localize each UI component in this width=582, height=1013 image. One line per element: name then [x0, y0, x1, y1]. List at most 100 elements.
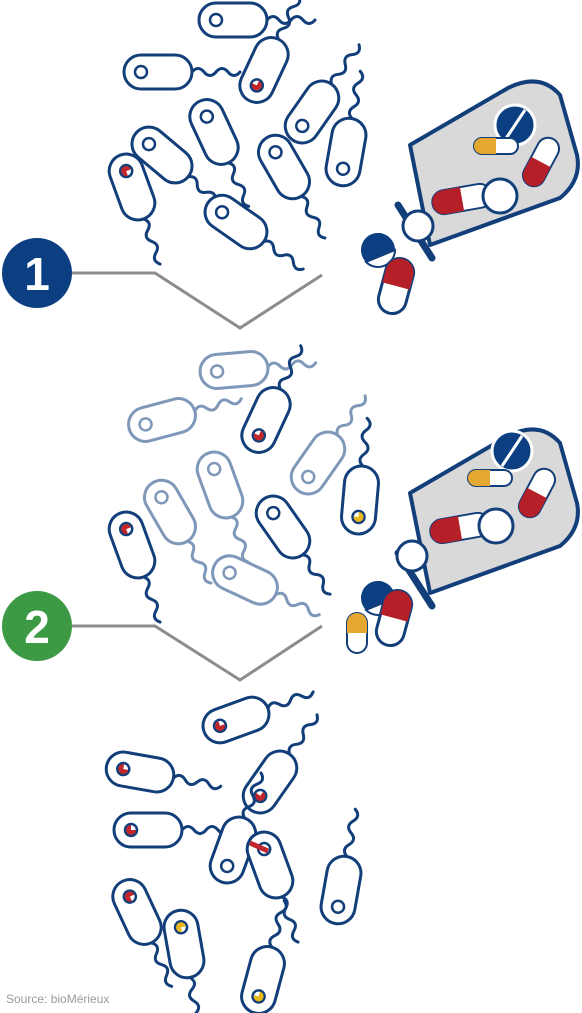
- plasmid: [330, 899, 346, 914]
- plasmid: [133, 64, 149, 80]
- bacterium: [130, 125, 227, 210]
- resistance-gene-yellow: [176, 922, 186, 933]
- step-2-label: 2: [24, 601, 50, 653]
- capsule-in-bottle-1a: [473, 137, 519, 155]
- flagellum: [226, 161, 251, 208]
- flagellum: [277, 344, 304, 391]
- resistance-gene-red: [251, 80, 262, 91]
- flagellum: [142, 575, 162, 624]
- bacterium: [238, 0, 302, 104]
- pill-in-bottle-2b: [477, 507, 515, 545]
- plasmid: [209, 364, 225, 379]
- bacterium-body: [245, 830, 295, 900]
- connector-line-2: [72, 624, 323, 682]
- resistance-gene-red: [255, 791, 266, 801]
- bacterium-body: [340, 464, 380, 536]
- flagellum: [275, 0, 302, 41]
- plasmid: [214, 204, 230, 220]
- resistance-gene-red: [253, 430, 264, 441]
- bacterium-body: [122, 53, 194, 91]
- bacterium-body: [240, 386, 292, 454]
- flagellum: [301, 553, 332, 596]
- plasmid: [138, 417, 153, 432]
- bacterium-body: [254, 494, 312, 560]
- flagellum: [265, 15, 317, 25]
- resistance-gene-red: [121, 166, 131, 177]
- resistance-gene-yellow: [253, 991, 264, 1002]
- bacterium-body: [324, 116, 368, 188]
- resistance-gene-red: [215, 721, 226, 731]
- bacterium-body: [203, 193, 269, 251]
- flagellum: [171, 773, 223, 791]
- bottle-cap-1: [401, 209, 435, 243]
- bacteria-layer: [104, 0, 380, 1013]
- bacterium-body: [112, 811, 184, 849]
- capsule-in-bottle-2b: [517, 467, 557, 519]
- step-1-circle: [2, 238, 72, 308]
- spilled-capsule-2b: [346, 612, 368, 654]
- resistance-gene-red: [126, 825, 136, 835]
- plasmid: [208, 12, 224, 28]
- bacterium: [197, 1, 317, 39]
- bacterium-body: [319, 854, 363, 926]
- bacterium-body: [188, 98, 240, 166]
- gene-transfer-bridge: [248, 840, 270, 854]
- bacterium: [162, 908, 206, 1013]
- flagellum: [185, 539, 213, 585]
- flagellum: [280, 895, 300, 944]
- bacterium: [122, 53, 242, 91]
- bacterium: [340, 416, 380, 536]
- source-credit: Source: bioMérieux: [6, 992, 110, 1006]
- flagellum: [358, 416, 372, 468]
- bacterium: [254, 494, 332, 596]
- flagellum: [299, 194, 327, 240]
- bacterium: [283, 43, 361, 145]
- capsule-in-bottle-2a: [467, 469, 513, 487]
- flagellum: [287, 713, 319, 756]
- pill-in-bottle-1b: [481, 177, 519, 215]
- flagellum: [188, 975, 201, 1013]
- bacterium-body: [127, 397, 197, 443]
- plasmid: [300, 469, 316, 485]
- flagellum: [149, 941, 174, 988]
- resistance-gene-red: [121, 524, 131, 535]
- bacterium: [241, 713, 319, 815]
- bacterium: [195, 450, 250, 564]
- resistant-population: [104, 690, 363, 1013]
- plasmid: [141, 136, 157, 152]
- bacterium-body: [198, 350, 270, 390]
- flagellum: [241, 771, 265, 820]
- pill-score-1a: [503, 109, 527, 141]
- step-1-badge: 1: [2, 238, 72, 308]
- flagellum: [342, 807, 360, 859]
- flagellum: [230, 515, 250, 564]
- bacterium: [104, 750, 223, 794]
- plasmid: [222, 565, 237, 581]
- capsule-in-bottle-2c: [429, 511, 491, 545]
- bacterium: [112, 811, 232, 849]
- bacterium-body: [240, 945, 286, 1013]
- resistance-gene-yellow: [353, 511, 364, 522]
- step-1-label: 1: [24, 248, 50, 300]
- resistance-gene-red: [124, 891, 135, 902]
- plasmid: [219, 858, 235, 874]
- bacterium: [289, 394, 367, 496]
- plasmid: [206, 461, 222, 477]
- flagellum: [266, 359, 318, 371]
- bacterium: [324, 69, 368, 188]
- plasmid: [268, 145, 283, 160]
- capsule-in-bottle-1c: [431, 182, 493, 216]
- bacterium: [188, 98, 251, 208]
- flagellum: [329, 43, 361, 86]
- plasmid: [294, 118, 310, 134]
- bacterium: [211, 554, 321, 618]
- bacterium: [240, 344, 304, 454]
- flagellum: [190, 67, 242, 77]
- capsule-in-bottle-1b: [521, 136, 561, 188]
- flagellum: [268, 899, 288, 949]
- spilled-capsule-2a: [374, 588, 414, 648]
- bacterium: [107, 510, 162, 624]
- bacterium: [319, 807, 363, 926]
- bacterium: [240, 899, 288, 1013]
- bacterium: [111, 878, 174, 988]
